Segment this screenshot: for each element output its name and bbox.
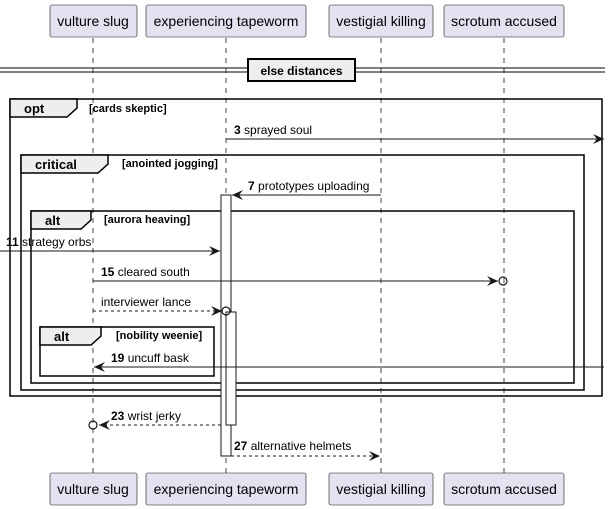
participant-experiencing-tapeworm-bottom[interactable]: experiencing tapeworm — [145, 472, 307, 506]
message-11[interactable]: 11 strategy orbs — [0, 235, 220, 256]
participant-vestigial-killing-bottom[interactable]: vestigial killing — [328, 472, 434, 506]
participant-scrotum-accused-top[interactable]: scrotum accused — [443, 4, 565, 38]
message-label: interviewer lance — [101, 295, 191, 309]
message-label: 19 uncuff bask — [111, 351, 190, 365]
participant-label: experiencing tapeworm — [154, 13, 299, 29]
participant-experiencing-tapeworm-top[interactable]: experiencing tapeworm — [145, 4, 307, 38]
frame-critical: critical [anointed jogging] — [20, 154, 585, 391]
participant-vulture-slug-top[interactable]: vulture slug — [49, 4, 138, 38]
activations — [220, 194, 237, 457]
message-15[interactable]: 15 cleared south — [93, 265, 508, 286]
divider: else distances — [0, 58, 605, 82]
frame-guard: [anointed jogging] — [122, 158, 218, 170]
message-label: 15 cleared south — [101, 265, 190, 279]
participant-vulture-slug-bottom[interactable]: vulture slug — [49, 472, 138, 506]
message-label: 27 alternative helmets — [234, 439, 351, 453]
message-label: 23 wrist jerky — [111, 409, 181, 423]
participants-top: vulture slug experiencing tapeworm vesti… — [49, 4, 565, 38]
activation-bar — [225, 311, 237, 426]
participant-label: scrotum accused — [451, 13, 557, 29]
frame-keyword: opt — [24, 101, 45, 116]
frame-guard: [nobility weenie] — [116, 330, 203, 342]
message-19[interactable]: 19 uncuff bask — [94, 351, 604, 372]
message-label: 3 sprayed soul — [234, 123, 312, 137]
message-label: 11 strategy orbs — [6, 235, 91, 249]
participants-bottom: vulture slug experiencing tapeworm vesti… — [49, 472, 565, 506]
frame-guard: [aurora heaving] — [104, 214, 191, 226]
messages: 3 sprayed soul 7 prototypes uploading 11… — [0, 123, 604, 461]
participant-label: vulture slug — [57, 481, 129, 497]
message-27[interactable]: 27 alternative helmets — [231, 439, 380, 461]
frame-guard: [cards skeptic] — [89, 103, 167, 115]
participant-scrotum-accused-bottom[interactable]: scrotum accused — [443, 472, 565, 506]
frame-keyword: alt — [45, 213, 61, 228]
participant-label: vestigial killing — [336, 13, 425, 29]
participant-label: vulture slug — [57, 13, 129, 29]
frame-keyword: critical — [35, 157, 77, 172]
participant-label: scrotum accused — [451, 481, 557, 497]
message-7[interactable]: 7 prototypes uploading — [232, 179, 381, 200]
message-23[interactable]: 23 wrist jerky — [88, 409, 221, 430]
frame-alt-outer: alt [aurora heaving] — [30, 210, 575, 384]
divider-label: else distances — [260, 64, 342, 78]
message-3[interactable]: 3 sprayed soul — [226, 123, 604, 144]
frame-opt: opt [cards skeptic] — [9, 98, 603, 397]
message-interviewer-lance[interactable]: interviewer lance — [93, 295, 231, 316]
participant-vestigial-killing-top[interactable]: vestigial killing — [328, 4, 434, 38]
participant-label: experiencing tapeworm — [154, 481, 299, 497]
frame-alt-inner: alt [nobility weenie] — [39, 326, 215, 377]
frame-keyword: alt — [54, 329, 70, 344]
participant-label: vestigial killing — [336, 481, 425, 497]
message-label: 7 prototypes uploading — [248, 179, 369, 193]
